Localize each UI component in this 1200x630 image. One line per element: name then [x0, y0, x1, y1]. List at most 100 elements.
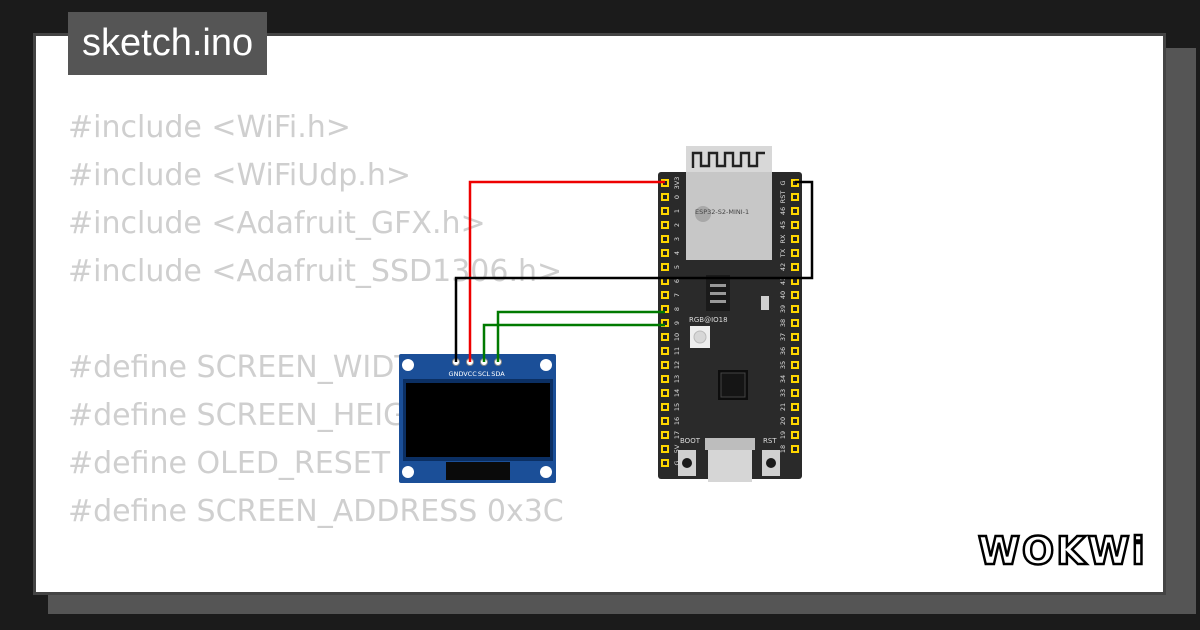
left-pin-label: 9 [673, 321, 681, 325]
pin-hole [793, 307, 797, 311]
right-pin-label: 19 [779, 431, 787, 439]
right-pin-label: 33 [779, 389, 787, 397]
wire-scl-gpio9[interactable] [482, 323, 665, 362]
pin-hole [793, 237, 797, 241]
left-pin-label: 0 [673, 195, 681, 199]
pin-hole [793, 419, 797, 423]
pin-hole [663, 321, 667, 325]
pin-hole [663, 195, 667, 199]
wire-sda-gpio8[interactable] [496, 310, 665, 362]
right-pin-label: 20 [779, 417, 787, 425]
wire-gnd-g[interactable] [454, 180, 814, 362]
pin-hole [663, 335, 667, 339]
pin-hole [793, 321, 797, 325]
right-pin-label: 38 [779, 319, 787, 327]
pin-hole [793, 293, 797, 297]
wires [454, 180, 814, 362]
left-pin-label: 17 [673, 431, 681, 439]
code-line: #include <Adafruit_SSD1306.h> [68, 254, 563, 289]
svg-text:WOKWi: WOKWi [978, 529, 1147, 573]
left-pin-label: 11 [673, 347, 681, 355]
left-pin-label: 5 [673, 265, 681, 269]
pin-hole [663, 279, 667, 283]
pin-hole [663, 377, 667, 381]
oled-pin-label: GND [449, 370, 464, 378]
code-line: Adafruit_SSD1306 display(SCREEN_WIDTH, S… [68, 584, 1163, 592]
pin-hole [663, 405, 667, 409]
pin-hole [793, 447, 797, 451]
right-pin-label: 36 [779, 347, 787, 355]
file-title: sketch.ino [68, 12, 268, 75]
right-pin-label: 18 [779, 445, 787, 453]
wokwi-logo: WOKWi [977, 528, 1147, 575]
pin-hole [793, 433, 797, 437]
led-label: RGB@IO18 [689, 316, 728, 324]
pin-hole [793, 405, 797, 409]
right-pin-label: 21 [779, 403, 787, 411]
right-pin-label: 45 [779, 221, 787, 229]
boot-label: BOOT [680, 437, 701, 445]
left-pin-label: 8 [673, 307, 681, 311]
oled-pin-label: SCL [478, 370, 491, 378]
left-pin-label: 12 [673, 361, 681, 369]
pin-hole [793, 391, 797, 395]
left-pin-label: 14 [673, 389, 681, 397]
left-pin-label: 3V3 [673, 177, 681, 190]
left-pin-label: 2 [673, 223, 681, 227]
right-pin-label: 34 [779, 375, 787, 383]
oled-pin-label: VCC [463, 370, 477, 378]
pin-hole [663, 237, 667, 241]
left-pin-label: 7 [673, 293, 681, 297]
module-label: ESP32-S2-MINI-1 [695, 208, 749, 216]
pin-hole [793, 223, 797, 227]
wire-vcc-3v3[interactable] [468, 180, 665, 362]
pin-hole [663, 447, 667, 451]
pin-hole [663, 433, 667, 437]
right-pin-label: RX [779, 234, 787, 244]
pin-hole [663, 265, 667, 269]
pin-hole [663, 223, 667, 227]
pin-hole [793, 209, 797, 213]
right-pin-label: 42 [779, 263, 787, 271]
right-pin-label: TX [779, 248, 787, 258]
code-line: #include <WiFi.h> [68, 110, 351, 145]
oled-pin-label: SDA [491, 370, 505, 378]
pin-hole [663, 419, 667, 423]
left-pin-label: 10 [673, 333, 681, 341]
board-pins: 3V3012345678910111213141516175VGGRST4645… [661, 177, 799, 467]
right-pin-label: 41 [779, 277, 787, 285]
esp32-board[interactable] [658, 146, 802, 482]
pin-hole [793, 335, 797, 339]
pin-hole [663, 391, 667, 395]
left-pin-label: 6 [673, 279, 681, 283]
preview-card: #include <WiFi.h> #include <WiFiUdp.h> #in… [33, 33, 1166, 595]
pin-hole [663, 307, 667, 311]
pin-hole [793, 349, 797, 353]
pin-hole [663, 209, 667, 213]
pin-hole [793, 377, 797, 381]
right-pin-label: 40 [779, 291, 787, 299]
pin-hole [793, 363, 797, 367]
oled-display[interactable] [399, 354, 556, 483]
left-pin-label: 15 [673, 403, 681, 411]
left-pin-label: 16 [673, 417, 681, 425]
left-pin-label: 5V [673, 444, 681, 453]
left-pin-label: 13 [673, 375, 681, 383]
pin-hole [793, 279, 797, 283]
pin-hole [663, 363, 667, 367]
right-pin-label: 37 [779, 333, 787, 341]
code-line: #include <WiFiUdp.h> [68, 158, 411, 193]
right-pin-label: 35 [779, 361, 787, 369]
rst-label: RST [763, 437, 777, 445]
pin-hole [663, 349, 667, 353]
right-pin-label: RST [779, 191, 787, 204]
left-pin-label: 1 [673, 209, 681, 213]
right-pin-label: G [779, 180, 787, 185]
pin-hole [793, 265, 797, 269]
pin-hole [663, 251, 667, 255]
left-pin-label: 3 [673, 237, 681, 241]
right-pin-label: 46 [779, 207, 787, 215]
right-pin-label: 39 [779, 305, 787, 313]
